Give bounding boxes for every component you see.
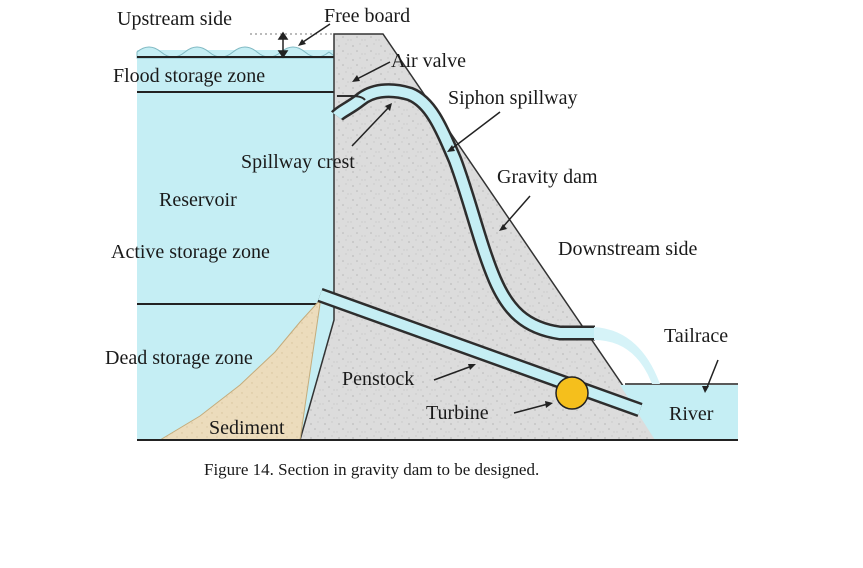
label-upstream-side: Upstream side — [117, 8, 232, 30]
label-free-board: Free board — [324, 5, 410, 27]
label-downstream-side: Downstream side — [558, 238, 698, 260]
spillway-discharge-jet — [594, 327, 660, 384]
leader-tailrace — [702, 359, 719, 393]
siphon-spillway-water — [333, 85, 595, 338]
label-sediment: Sediment — [209, 417, 285, 439]
leader-spillway-crest — [351, 103, 392, 147]
label-active-storage-zone: Active storage zone — [111, 241, 270, 263]
label-dead-storage-zone: Dead storage zone — [105, 347, 253, 369]
leader-penstock — [433, 364, 476, 381]
turbine — [555, 376, 589, 410]
leader-air-valve — [352, 61, 391, 82]
label-tailrace: Tailrace — [664, 325, 728, 347]
label-river: River — [669, 403, 714, 425]
leader-siphon-spillway — [447, 111, 501, 152]
label-spillway-crest: Spillway crest — [241, 151, 355, 173]
sediment-deposit — [158, 298, 321, 441]
figure-caption: Figure 14. Section in gravity dam to be … — [204, 460, 539, 479]
free-board-arrow — [277, 31, 289, 59]
label-air-valve: Air valve — [391, 50, 466, 72]
label-penstock: Penstock — [342, 368, 414, 390]
label-flood-storage-zone: Flood storage zone — [113, 65, 265, 87]
leader-free-board — [298, 23, 331, 46]
label-reservoir: Reservoir — [159, 189, 237, 211]
label-turbine: Turbine — [426, 402, 489, 424]
leader-turbine — [513, 401, 553, 414]
label-gravity-dam: Gravity dam — [497, 166, 598, 188]
river-water — [620, 385, 738, 440]
siphon-hood — [337, 95, 366, 101]
label-siphon-spillway: Siphon spillway — [448, 87, 577, 109]
leader-gravity-dam — [499, 195, 531, 231]
